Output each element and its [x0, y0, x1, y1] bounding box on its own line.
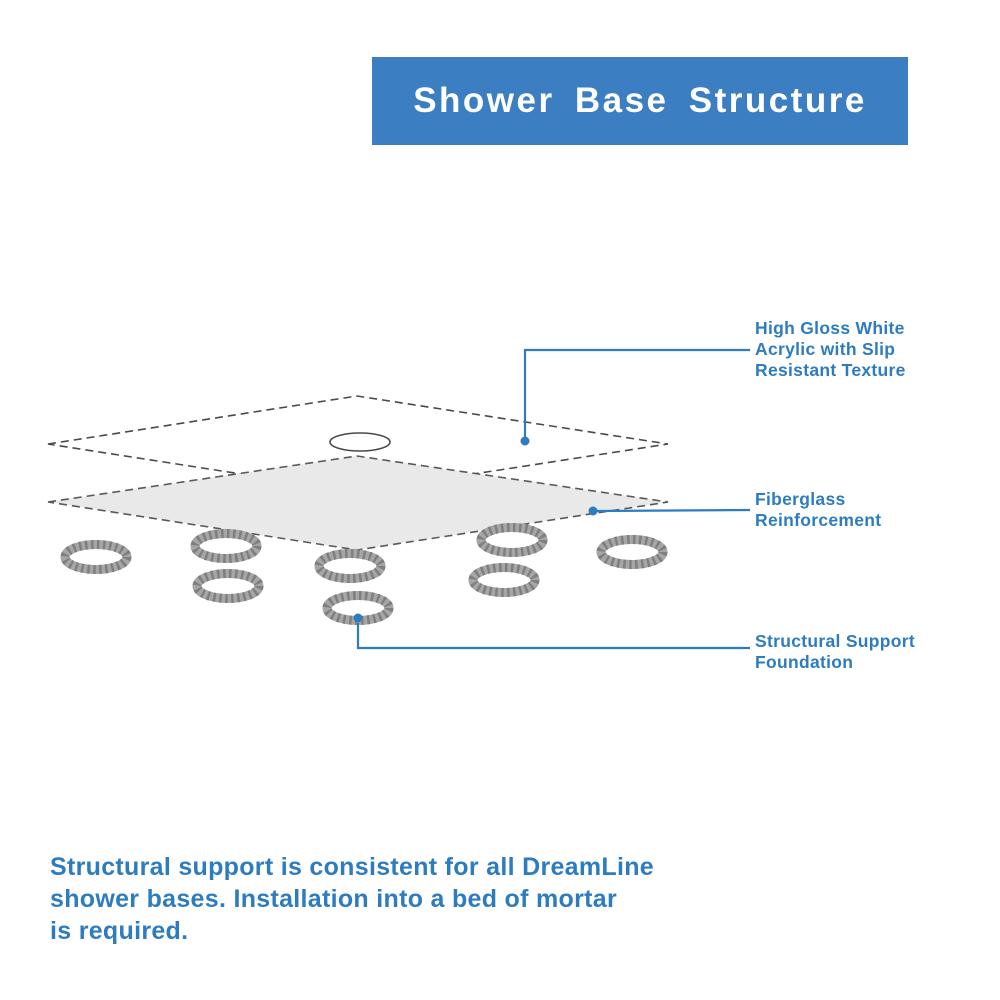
leader-dot-fiberglass	[588, 506, 598, 516]
label-support-foundation: Structural Support Foundation	[755, 631, 915, 672]
page-title: Shower Base Structure	[413, 81, 867, 120]
leader-dot-foundation	[353, 613, 363, 623]
fiberglass-layer	[47, 455, 669, 551]
support-ring	[192, 569, 264, 603]
support-ring	[190, 529, 262, 563]
support-ring	[60, 540, 132, 574]
title-banner: Shower Base Structure	[372, 57, 908, 145]
leader-dot-acrylic	[520, 436, 530, 446]
leader-fiberglass	[595, 508, 751, 513]
support-ring	[476, 523, 548, 557]
support-ring	[314, 549, 386, 583]
label-fiberglass-layer: Fiberglass Reinforcement	[755, 489, 882, 530]
leader-lines	[356, 348, 751, 650]
support-ring	[596, 535, 668, 569]
leader-acrylic	[523, 348, 750, 437]
leader-dots	[353, 436, 598, 623]
support-foundation-rings	[60, 523, 668, 625]
footer-note: Structural support is consistent for all…	[50, 853, 655, 945]
label-acrylic-layer: High Gloss White Acrylic with Slip Resis…	[755, 318, 906, 380]
leader-foundation	[356, 623, 750, 650]
support-ring	[468, 563, 540, 597]
drain-ellipse	[329, 432, 391, 452]
